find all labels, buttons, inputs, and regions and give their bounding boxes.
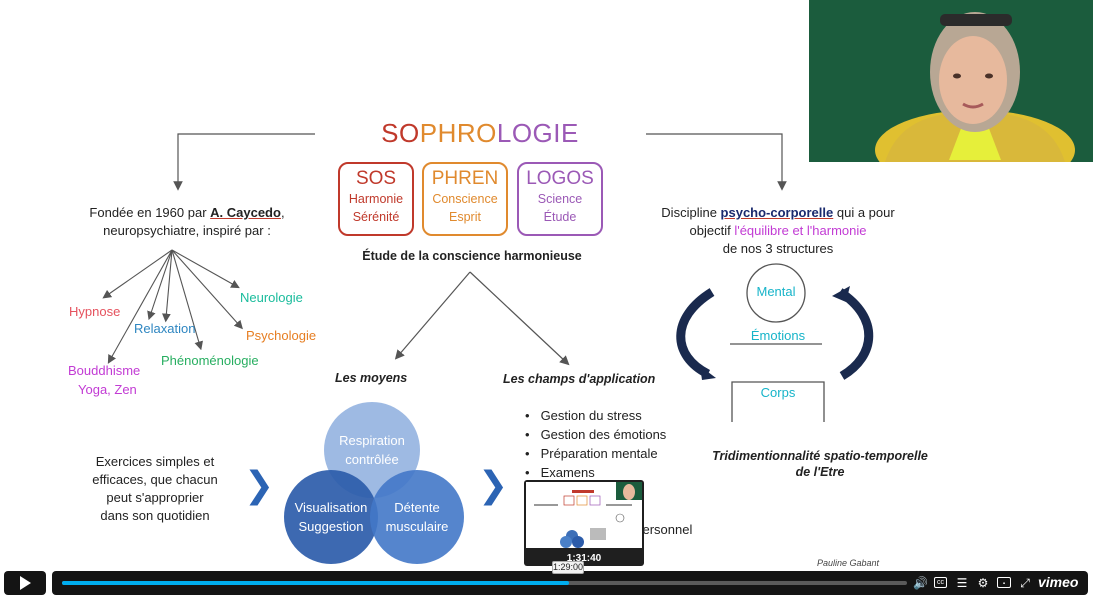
discipline-line1-post: qui a pour [833, 205, 895, 220]
chevron-right-icon: ❯ [478, 464, 509, 505]
structure-emotions: Émotions [750, 328, 806, 343]
fullscreen-icon[interactable]: ⤢ [1020, 576, 1030, 590]
play-icon [20, 576, 31, 590]
volume-icon[interactable]: 🔊 [913, 576, 928, 590]
progress-track[interactable] [62, 581, 907, 585]
founder-text: Fondée en 1960 par A. Caycedo, neuropsyc… [82, 204, 292, 240]
influence-bouddhisme: Bouddhisme [68, 363, 141, 378]
circle-visualisation-line1: Visualisation [294, 500, 368, 515]
box-sos-line2: Sérénité [352, 210, 400, 224]
slide-title: SOPHROLOGIE [380, 118, 580, 149]
chevron-right-icon: ❯ [244, 464, 275, 505]
discipline-line1-pre: Discipline [661, 205, 721, 220]
circle-visualisation-line2: Suggestion [298, 519, 364, 534]
circle-respiration-line2: contrôlée [345, 452, 399, 467]
caption-line2: de l'Etre [795, 465, 845, 479]
player-controls: 🔊 cc ☰ ⚙ ▪ ⤢ vimeo [0, 566, 1094, 597]
influence-hypnose: Hypnose [69, 304, 121, 319]
moyens-desc-line4: dans son quotidien [100, 508, 210, 523]
box-sos: SOS Harmonie Sérénité [338, 162, 414, 236]
box-phren-head: PHREN [431, 168, 499, 189]
box-sos-line1: Harmonie [348, 192, 404, 206]
discipline-goal: l'équilibre et l'harmonie [734, 223, 867, 238]
box-logos: LOGOS Science Étude [517, 162, 603, 236]
list-item: Gestion du stress [525, 406, 692, 425]
pip-icon[interactable]: ▪ [997, 577, 1011, 588]
progress-fill [62, 581, 569, 585]
captions-icon[interactable]: cc [934, 577, 947, 588]
list-item: Examens [525, 463, 692, 482]
presenter-webcam [809, 0, 1093, 162]
thumbnail-time: 1:31:40 [566, 553, 602, 564]
time-tooltip: 1:29:00 [552, 561, 584, 574]
founder-line1-post: , [280, 205, 285, 220]
title-so: SO [381, 118, 420, 148]
play-button[interactable] [4, 571, 46, 595]
box-logos-line2: Étude [543, 210, 577, 224]
influence-phenomenologie: Phénoménologie [161, 353, 259, 368]
box-phren-line2: Esprit [449, 210, 481, 224]
structure-mental: Mental [756, 284, 796, 299]
influence-yoga-zen: Yoga, Zen [78, 382, 137, 397]
founder-line2: neuropsychiatre, inspiré par : [103, 223, 271, 238]
influence-neurologie: Neurologie [240, 290, 303, 305]
thumbnail-image [526, 482, 642, 548]
box-phren-line1: Conscience [432, 192, 498, 206]
discipline-text: Discipline psycho-corporelle qui a pour … [628, 204, 928, 258]
box-logos-head: LOGOS [526, 168, 594, 189]
circle-detente-line1: Détente [394, 500, 440, 515]
influence-psychologie: Psychologie [246, 328, 317, 343]
circle-detente-line2: musculaire [385, 519, 449, 534]
title-phro: PHRO [419, 118, 497, 148]
circle-respiration-line1: Respiration [339, 433, 405, 448]
slide-subtitle: Étude de la conscience harmonieuse [362, 249, 582, 263]
moyens-heading: Les moyens [335, 371, 408, 385]
box-phren: PHREN Conscience Esprit [422, 162, 508, 236]
discipline-line2-pre: objectif [689, 223, 735, 238]
moyens-description: Exercices simples et efficaces, que chac… [82, 453, 228, 525]
list-item: Préparation mentale [525, 444, 692, 463]
discipline-line3: de nos 3 structures [722, 241, 834, 256]
settings-icon[interactable]: ⚙ [977, 576, 989, 590]
moyens-desc-line3: peut s'approprier [106, 490, 204, 505]
founder-name: A. Caycedo [210, 205, 281, 220]
champs-heading: Les champs d'application [503, 372, 656, 386]
discipline-term: psycho-corporelle [720, 205, 834, 220]
caption-line1: Tridimentionnalité spatio-temporelle [712, 449, 928, 463]
founder-line1-pre: Fondée en 1960 par [89, 205, 211, 220]
presenter-image [809, 0, 1093, 162]
circle-detente: Détente musculaire [370, 470, 464, 564]
chapters-icon[interactable]: ☰ [956, 576, 968, 590]
title-logie: LOGIE [496, 118, 579, 148]
influence-relaxation: Relaxation [134, 321, 196, 336]
list-item: Gestion des émotions [525, 425, 692, 444]
vimeo-logo[interactable]: vimeo [1038, 574, 1079, 590]
author-credit: Pauline Gabant [817, 558, 880, 568]
control-bar: 🔊 cc ☰ ⚙ ▪ ⤢ vimeo [52, 571, 1088, 595]
moyens-desc-line2: efficaces, que chacun [92, 472, 218, 487]
structures-caption: Tridimentionnalité spatio-temporelle de … [690, 448, 950, 480]
box-logos-line1: Science [537, 192, 583, 206]
box-sos-head: SOS [355, 168, 397, 189]
scrub-preview-thumbnail: 1:31:40 [524, 480, 644, 566]
structure-corps: Corps [760, 385, 796, 400]
moyens-desc-line1: Exercices simples et [95, 454, 215, 469]
